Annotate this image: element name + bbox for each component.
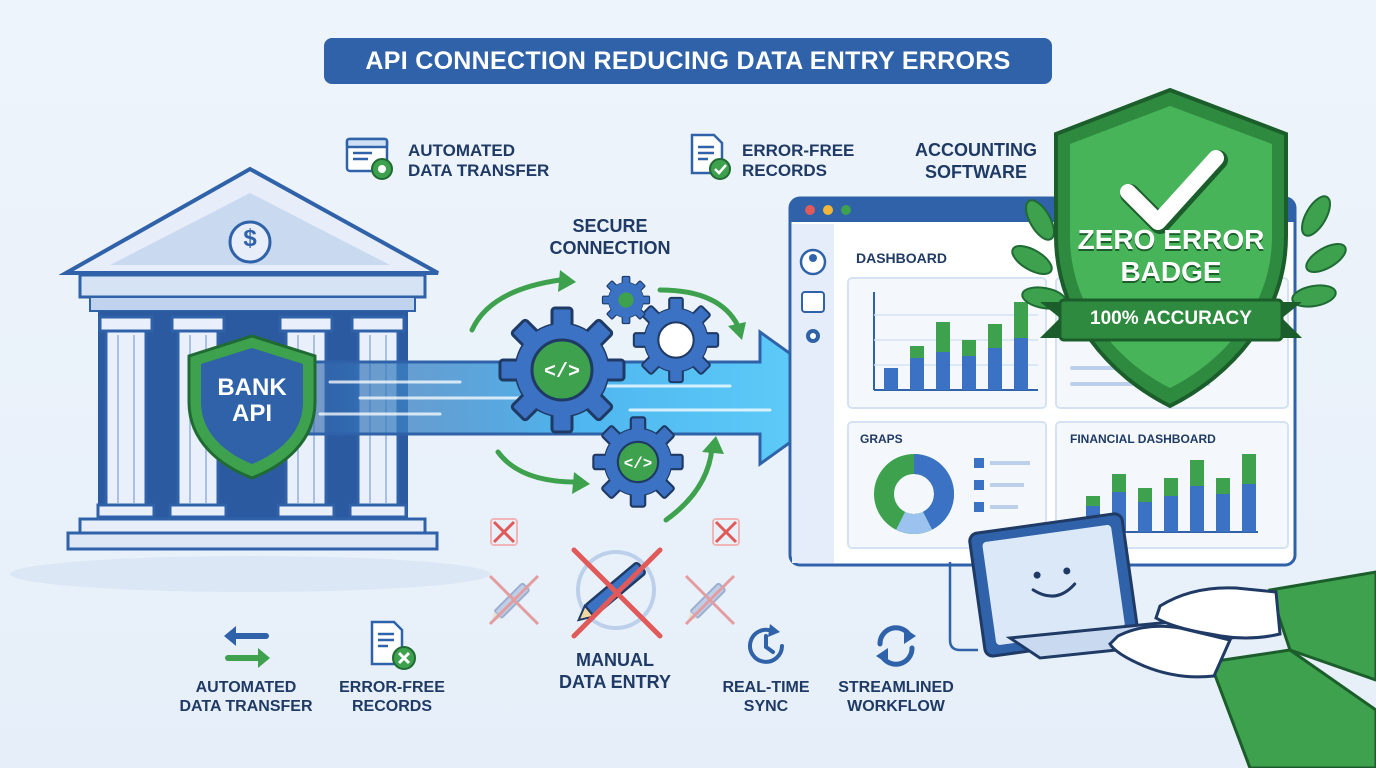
accounting-software-line2: SOFTWARE [925,161,1027,182]
clock-sync-icon [748,624,784,664]
bottom-feature-streamlined-line2: WORKFLOW [847,698,945,716]
accounting-software-label: ACCOUNTING SOFTWARE [900,140,1052,183]
bar [910,346,924,358]
error-x-icon-left [490,518,518,546]
top-feature-error-free-line2: RECORDS [742,161,828,181]
document-check-icon [690,133,731,180]
bottom-feature-automated: AUTOMATED DATA TRANSFER [166,678,326,716]
donut-chart [874,454,954,534]
top-feature-error-free: ERROR-FREE RECORDS [742,141,854,182]
dollar-icon: $ [243,225,257,252]
bar [1190,460,1204,486]
bar [1242,454,1256,484]
bottom-feature-streamlined: STREAMLINED WORKFLOW [826,678,966,716]
bar [1216,478,1230,494]
bottom-feature-error-free-line1: ERROR-FREE [339,679,445,696]
bank-api-shield [187,334,317,480]
document-x-icon [370,620,416,670]
bar [1112,474,1126,492]
dashboard-bar-chart [873,292,1038,391]
bar [1164,478,1178,496]
bottom-feature-real-time: REAL-TIME SYNC [706,678,826,716]
bottom-feature-error-free: ERROR-FREE RECORDS [326,678,458,716]
bar [936,322,950,352]
top-feature-error-free-line1: ERROR-FREE [742,141,855,160]
monitor-stand [948,562,978,652]
secure-connection-label: SECURE CONNECTION [530,216,690,259]
bottom-feature-error-free-line2: RECORDS [351,698,432,716]
graphs-title: GRAPS [860,432,903,446]
crossed-pen-small-left [488,574,540,626]
dashboard-title: DASHBOARD [856,250,947,266]
manual-entry-crossed-pen [571,547,663,639]
laptop-hands [968,512,1376,768]
donut-legend [974,458,1030,512]
crossed-pen-small-right [684,574,736,626]
bottom-feature-streamlined-line1: STREAMLINED [838,679,954,696]
top-feature-automated-line2: DATA TRANSFER [408,161,550,181]
sync-arrows-icon [876,625,916,667]
badge-line2: BADGE [1120,256,1222,288]
zero-error-badge [1040,87,1302,409]
api-gears: </> </> [469,270,746,523]
financial-bar-chart [1080,454,1258,533]
bank-api-line1: BANK [217,374,287,401]
top-feature-automated: AUTOMATED DATA TRANSFER [408,141,549,182]
transfer-arrows-icon [224,626,270,668]
bank-api-line2: API [231,400,272,428]
bar [884,368,898,390]
manual-line2: DATA ENTRY [559,671,671,692]
svg-text:</>: </> [624,455,653,473]
accuracy-ribbon: 100% ACCURACY [1090,308,1252,329]
financial-dashboard-title: FINANCIAL DASHBOARD [1070,432,1216,446]
zero-error-badge-label: ZERO ERROR BADGE [1058,224,1284,288]
bank-api-label: BANK API [196,374,308,428]
page-title: API CONNECTION REDUCING DATA ENTRY ERROR… [324,38,1052,84]
bottom-feature-automated-line1: AUTOMATED [195,679,297,696]
browser-gear-icon [345,137,393,180]
bar [1014,302,1028,338]
secure-connection-line1: SECURE [572,216,648,236]
badge-line1: ZERO ERROR [1077,224,1265,255]
bar [1138,488,1152,502]
manual-data-entry-label: MANUAL DATA ENTRY [540,650,690,693]
bar [1086,496,1100,506]
bottom-feature-automated-line2: DATA TRANSFER [179,698,313,716]
bottom-feature-real-time-line2: SYNC [743,698,789,716]
accounting-software-line1: ACCOUNTING [915,140,1037,160]
bottom-feature-real-time-line1: REAL-TIME [722,679,810,696]
manual-line1: MANUAL [576,650,654,670]
svg-text:</>: </> [544,361,580,384]
top-feature-automated-line1: AUTOMATED [408,141,516,160]
error-x-icon-right [712,518,740,546]
secure-connection-line2: CONNECTION [549,237,671,258]
bar [962,340,976,356]
bar [988,324,1002,348]
